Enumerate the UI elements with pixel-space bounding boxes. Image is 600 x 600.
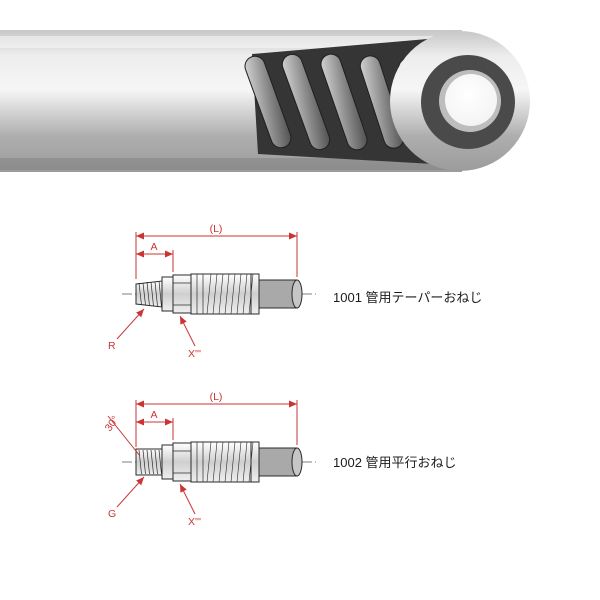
caption-1002: 1002 管用平行おねじ xyxy=(333,455,457,470)
hose-highlight xyxy=(0,36,455,48)
fitting-body xyxy=(135,441,303,483)
crimp-socket xyxy=(190,441,260,483)
fitting-drawing-1001: (L) A R X''' xyxy=(108,223,316,360)
socket-knurl xyxy=(206,273,254,315)
dim-label-G: G xyxy=(108,508,116,520)
hose-shadow xyxy=(0,158,455,170)
dim-label-angle: 30° xyxy=(103,414,122,434)
hose-photo xyxy=(0,30,530,172)
dim-label-A: A xyxy=(150,409,157,421)
dim-label-R: R xyxy=(108,340,116,352)
thread-hatch xyxy=(138,449,162,475)
hose-stub-end xyxy=(291,279,303,309)
dim-label-L: (L) xyxy=(210,223,223,235)
hose-cut-end xyxy=(390,31,530,171)
crimp-socket xyxy=(190,273,260,315)
dim-label-A: A xyxy=(150,241,157,253)
hose-stub-end xyxy=(291,447,303,477)
collar xyxy=(161,444,174,480)
thread-hatch xyxy=(138,280,162,308)
dim-label-L: (L) xyxy=(210,391,223,403)
caption-1001: 1001 管用テーパーおねじ xyxy=(333,290,483,305)
dim-label-X: X''' xyxy=(188,348,201,360)
fitting-drawing-1002: (L) A 30° G X''' xyxy=(103,391,316,528)
fitting-body xyxy=(135,273,303,315)
dimension-annotations: (L) A R X''' xyxy=(108,223,298,360)
dim-label-X: X''' xyxy=(188,516,201,528)
socket-knurl xyxy=(206,441,254,483)
dimension-annotations: (L) A 30° G X''' xyxy=(103,391,298,528)
hex-nut xyxy=(172,442,192,482)
hex-nut xyxy=(172,274,192,314)
collar xyxy=(161,276,174,312)
hose-stub xyxy=(258,279,298,309)
hose-stub xyxy=(258,447,298,477)
